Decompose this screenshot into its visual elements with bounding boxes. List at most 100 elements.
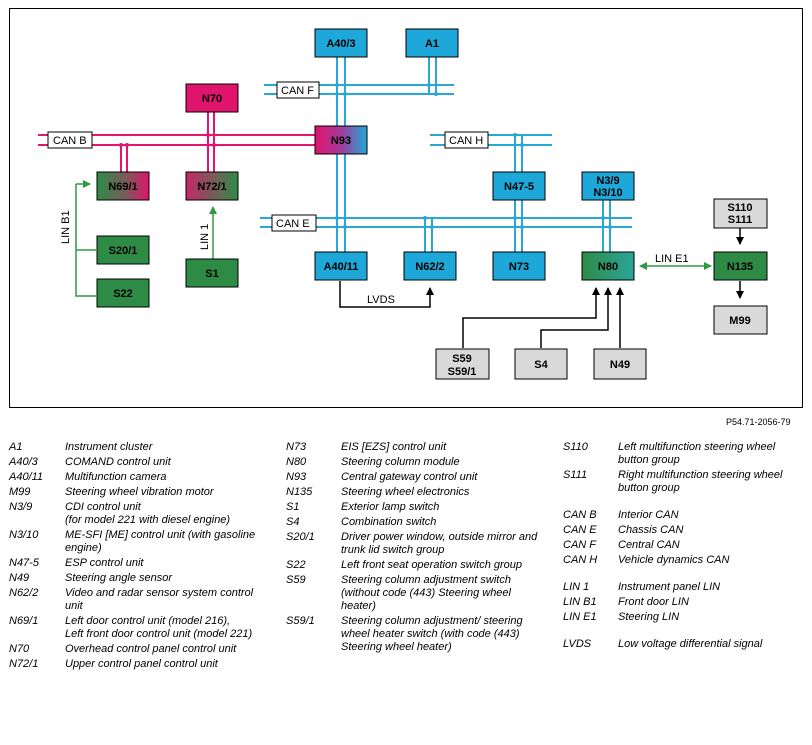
network-diagram: CAN B CAN F CAN H CAN E LIN B1 LIN 1 LIN…	[9, 8, 803, 408]
box-n70: N70	[185, 83, 239, 113]
legend-entry: M99 Steering wheel vibration motor	[9, 486, 271, 499]
legend-description-text: Steering column module	[341, 456, 460, 468]
legend-code: N80	[286, 456, 307, 468]
legend-code: CAN B	[563, 509, 597, 521]
svg-text:CAN F: CAN F	[281, 85, 314, 97]
legend-code: S4	[286, 516, 300, 528]
legend-description-text: ESP control unit	[65, 557, 144, 569]
svg-text:N62/2: N62/2	[415, 261, 444, 273]
legend-description-text: Steering wheel electronics	[341, 486, 470, 498]
lin-b1-label: LIN B1	[60, 210, 72, 244]
legend-description-text: Left front seat operation switch group	[341, 559, 522, 571]
box-s59-s59-1: S59 S59/1	[435, 348, 490, 380]
legend-code: CAN H	[563, 554, 598, 566]
legend-description-text: ME-SFI [ME] control unit (with gasoline …	[65, 529, 256, 554]
can-h-label: CAN H	[444, 131, 489, 149]
legend-code: N69/1	[9, 615, 39, 627]
legend-description-text: Steering wheel vibration motor	[65, 486, 214, 498]
legend-entry: S4 Combination switch	[286, 516, 538, 529]
box-n47-5: N47-5	[492, 171, 546, 201]
legend-code: N70	[9, 643, 30, 655]
legend-description: CDI control unit(for model 221 with dies…	[65, 501, 271, 527]
legend-description-text: Left door control unit (model 216),	[65, 615, 231, 627]
legend-description: Central CAN	[618, 539, 808, 552]
legend-code: A40/11	[9, 471, 44, 483]
legend-description: ME-SFI [ME] control unit (with gasoline …	[65, 529, 271, 555]
svg-text:N135: N135	[727, 261, 753, 273]
legend-entry: S1 Exterior lamp switch	[286, 501, 538, 514]
legend-description: EIS [EZS] control unit	[341, 441, 538, 454]
legend-code: CAN E	[563, 524, 597, 536]
lin-b1-line	[75, 180, 96, 297]
legend-description: Central gateway control unit	[341, 471, 538, 484]
svg-text:A40/11: A40/11	[324, 261, 359, 273]
legend-code: N49	[9, 572, 30, 584]
legend-description: Video and radar sensor system control un…	[65, 587, 271, 613]
legend-description: Steering column module	[341, 456, 538, 469]
box-s110-s111: S110 S111	[713, 198, 768, 229]
legend-code: LIN B1	[563, 596, 597, 608]
legend-description-text: Steering column adjustment/ steering whe…	[341, 615, 523, 653]
svg-text:A1: A1	[425, 38, 439, 50]
legend-description-text: Video and radar sensor system control un…	[65, 587, 254, 612]
legend-entry: S22 Left front seat operation switch grou…	[286, 559, 538, 572]
legend-code: M99	[9, 486, 31, 498]
legend-description: Combination switch	[341, 516, 538, 529]
svg-text:CAN E: CAN E	[276, 218, 310, 230]
legend-description-text: Low voltage differential signal	[618, 638, 763, 650]
legend-description: Upper control panel control unit	[65, 658, 271, 671]
legend-description: Left front seat operation switch group	[341, 559, 538, 572]
can-f-label: CAN F	[276, 81, 320, 99]
legend-entry: CAN B Interior CAN	[563, 509, 808, 522]
box-n62-2: N62/2	[403, 251, 457, 281]
legend-description: Steering wheel electronics	[341, 486, 538, 499]
box-s4: S4	[514, 348, 568, 380]
legend-code: N3/10	[9, 529, 39, 541]
legend-description: Steering column adjustment switch(withou…	[341, 574, 538, 613]
legend-entry: CAN F Central CAN	[563, 539, 808, 552]
legend-code: LIN 1	[563, 581, 590, 593]
legend-entry: N49 Steering angle sensor	[9, 572, 271, 585]
box-n49: N49	[593, 348, 647, 380]
box-a40-11: A40/11	[314, 251, 368, 281]
figure-id: P54.71-2056-79	[726, 417, 791, 427]
lvds-label: LVDS	[367, 294, 395, 306]
legend-description: Steering column adjustment/ steering whe…	[341, 615, 538, 654]
svg-text:M99: M99	[729, 315, 750, 327]
legend-description: COMAND control unit	[65, 456, 271, 469]
legend-description: Steering angle sensor	[65, 572, 271, 585]
legend-description-text: Left multifunction steering wheel button…	[618, 441, 776, 466]
svg-text:N47-5: N47-5	[504, 181, 534, 193]
legend-description-text: Combination switch	[341, 516, 437, 528]
legend-code: S1	[286, 501, 300, 513]
box-n72-1: N72/1	[185, 171, 239, 201]
legend-code: S22	[286, 559, 306, 571]
legend-code: N73	[286, 441, 307, 453]
legend-description-text: Exterior lamp switch	[341, 501, 440, 513]
svg-text:CAN B: CAN B	[53, 135, 87, 147]
legend-code: N93	[286, 471, 307, 483]
legend-description-text: COMAND control unit	[65, 456, 171, 468]
box-n3-9-n3-10: N3/9 N3/10	[581, 171, 635, 201]
legend-code: CAN F	[563, 539, 596, 551]
svg-text:S22: S22	[113, 288, 133, 300]
legend-description: Front door LIN	[618, 596, 808, 609]
legend-description-text: Right multifunction steering wheel butto…	[618, 469, 783, 494]
box-n93: N93	[314, 125, 368, 155]
svg-text:S4: S4	[534, 359, 548, 371]
legend-description: Left multifunction steering wheel button…	[618, 441, 808, 467]
legend-description-text: Interior CAN	[618, 509, 679, 521]
